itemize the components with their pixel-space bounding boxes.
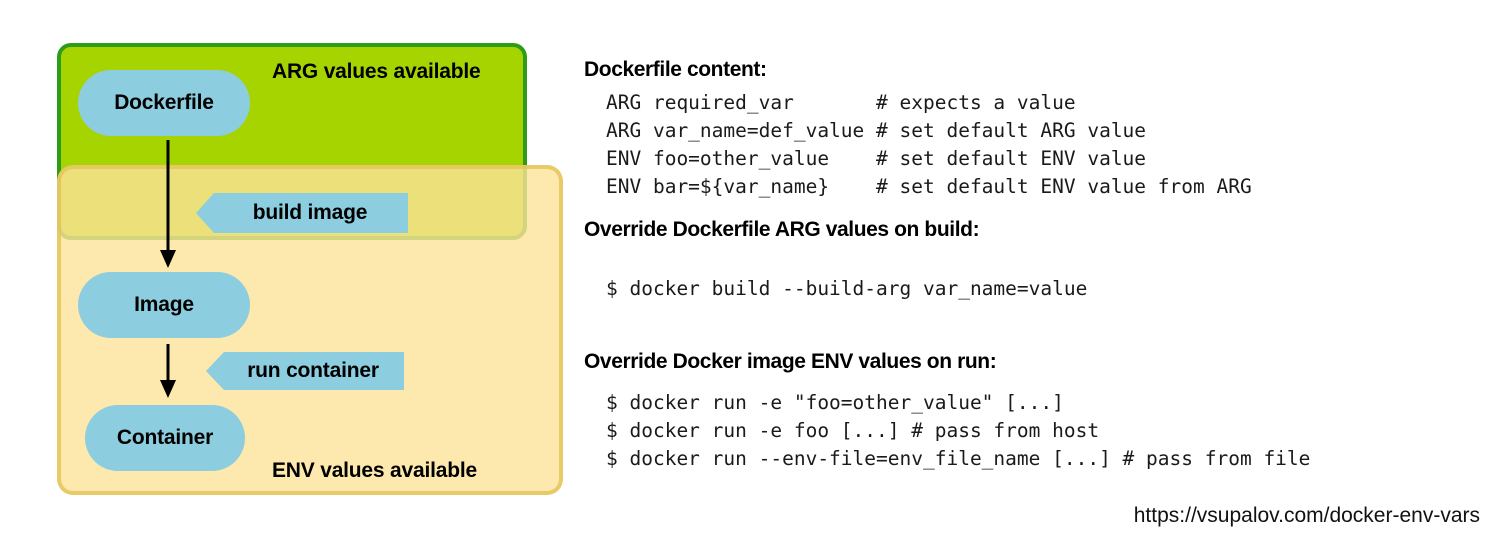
docker-scope-diagram: ARG values available ENV values availabl… [0,0,580,545]
heading-dockerfile-content: Dockerfile content: [584,58,767,81]
node-dockerfile: Dockerfile [78,70,250,136]
callout-build-image: build image [196,193,408,233]
heading-build-override: Override Dockerfile ARG values on build: [584,218,980,241]
code-run-override: $ docker run -e "foo=other_value" [...] … [606,391,1311,470]
node-image: Image [78,272,250,338]
source-url[interactable]: https://vsupalov.com/docker-env-vars [1133,504,1480,527]
code-dockerfile-content: ARG required_var # expects a value ARG v… [606,91,1252,198]
env-scope-label: ENV values available [272,459,477,482]
node-container: Container [85,405,245,471]
arg-scope-label: ARG values available [272,60,481,83]
callout-run-container: run container [206,352,404,390]
heading-run-override: Override Docker image ENV values on run: [584,350,997,373]
content-column: Dockerfile content: ARG required_var # e… [580,0,1494,545]
code-build-override: $ docker build --build-arg var_name=valu… [606,277,1088,300]
